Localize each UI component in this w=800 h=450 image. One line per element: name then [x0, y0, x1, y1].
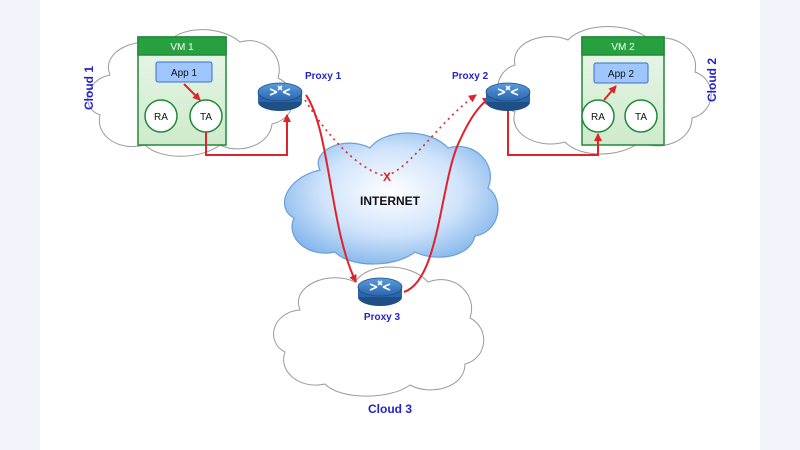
ta-1-label: TA: [200, 112, 212, 123]
proxy-3-label: Proxy 3: [364, 312, 401, 323]
ra-1-node: [144, 99, 178, 133]
proxy-2-label: Proxy 2: [452, 71, 489, 82]
ta-2-node: [624, 99, 658, 133]
ra-to-app2-arrow: [603, 85, 617, 101]
ra-2-node: [581, 99, 615, 133]
app-1-label: App 1: [171, 68, 198, 79]
cloud-3: [273, 266, 485, 397]
proxy1-to-proxy3-path: [305, 94, 357, 283]
right-vignette: [760, 0, 800, 450]
ta1-to-proxy1-path: [205, 114, 291, 156]
vm-1-title: VM 1: [170, 42, 194, 53]
proxy2-to-ra2-path: [507, 108, 602, 156]
app1-to-ta-arrow: [183, 83, 201, 101]
ta-2-label: TA: [635, 112, 647, 123]
cloud-2-label: Cloud 2: [705, 58, 719, 102]
proxy-1-router: [257, 82, 303, 111]
vm-1-box: [137, 36, 227, 146]
blocked-x-marker: X: [383, 170, 391, 184]
vm-2-title: VM 2: [611, 42, 635, 53]
internet-cloud: [284, 132, 499, 265]
router-icon: [269, 85, 291, 96]
internet-label: INTERNET: [360, 194, 421, 208]
ra-1-label: RA: [154, 112, 168, 123]
app-1-box: [155, 61, 213, 83]
app-2-box: [593, 62, 649, 84]
proxy-1-label: Proxy 1: [305, 71, 342, 82]
cloud-1-label: Cloud 1: [82, 66, 96, 110]
cloud-3-label: Cloud 3: [368, 402, 412, 416]
app-2-label: App 2: [608, 69, 635, 80]
proxy-2-router: [485, 82, 531, 111]
proxy-3-router: [357, 277, 403, 306]
vm-2-box: [581, 36, 665, 146]
blocked-direct-path: [304, 94, 477, 177]
proxy3-to-proxy2-path: [403, 97, 491, 293]
left-vignette: [0, 0, 40, 450]
router-icon: [497, 85, 519, 96]
ra-2-label: RA: [591, 112, 605, 123]
router-icon: [369, 280, 391, 291]
